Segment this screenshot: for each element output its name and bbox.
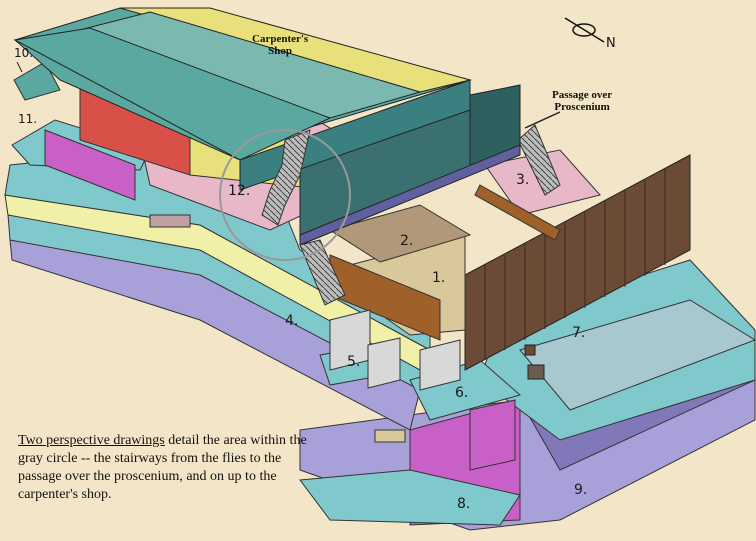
spiral-stair-upper bbox=[261, 129, 311, 226]
area-label-7: 7. bbox=[572, 325, 586, 341]
level-11-magenta bbox=[44, 129, 136, 201]
callout-passage-line1: Passage over bbox=[552, 89, 613, 101]
callout-passage-line2: Proscenium bbox=[554, 101, 610, 113]
small-object bbox=[524, 344, 536, 356]
callout-carpenters-shop: Carpenter's Shop bbox=[252, 33, 308, 57]
roof-stripes bbox=[13, 7, 472, 161]
area-7-inner bbox=[519, 299, 756, 411]
area-label-8: 8. bbox=[457, 496, 471, 512]
area-label-2: 2. bbox=[400, 233, 414, 249]
callout-carpenters-shop-line1: Carpenter's bbox=[252, 33, 309, 45]
callout-carpenters-shop-line2: Shop bbox=[268, 45, 293, 57]
beam-area-3 bbox=[474, 184, 561, 241]
area-label-4: 4. bbox=[285, 313, 299, 329]
spiral-stair-lower bbox=[299, 239, 346, 306]
area-label-1: 1. bbox=[432, 270, 446, 286]
compass-label: N bbox=[606, 36, 616, 51]
brown-wall-right bbox=[464, 154, 691, 371]
caption-link[interactable]: Two perspective drawings bbox=[18, 433, 165, 448]
level-10-floor bbox=[13, 61, 61, 101]
partition-3 bbox=[419, 339, 461, 391]
passage-pointer bbox=[524, 111, 561, 129]
purple-beam bbox=[299, 144, 521, 246]
passage-stair bbox=[517, 124, 561, 196]
small-table bbox=[374, 429, 406, 443]
bench bbox=[149, 214, 191, 228]
partition-2 bbox=[367, 337, 401, 389]
compass-icon bbox=[564, 17, 605, 43]
area-label-11: 11. bbox=[18, 112, 38, 126]
area-label-10: 10. bbox=[14, 46, 34, 60]
area-8-floor bbox=[299, 469, 521, 526]
area-2-floor bbox=[328, 204, 472, 263]
caption-text: detail the area within the gray circle -… bbox=[18, 433, 307, 502]
caption: Two perspective drawings detail the area… bbox=[18, 432, 318, 504]
magenta-block-right bbox=[469, 399, 516, 471]
small-box bbox=[527, 364, 545, 380]
area-label-3: 3. bbox=[516, 172, 530, 188]
callout-passage: Passage over Proscenium bbox=[552, 89, 612, 113]
area-label-6: 6. bbox=[455, 385, 469, 401]
area-label-12: 12. bbox=[228, 183, 251, 199]
gray-circle bbox=[219, 129, 351, 261]
area-label-9: 9. bbox=[574, 482, 588, 498]
brown-wall-planks bbox=[484, 169, 666, 360]
level-10-pointer bbox=[16, 61, 23, 73]
area-label-5: 5. bbox=[347, 354, 361, 370]
